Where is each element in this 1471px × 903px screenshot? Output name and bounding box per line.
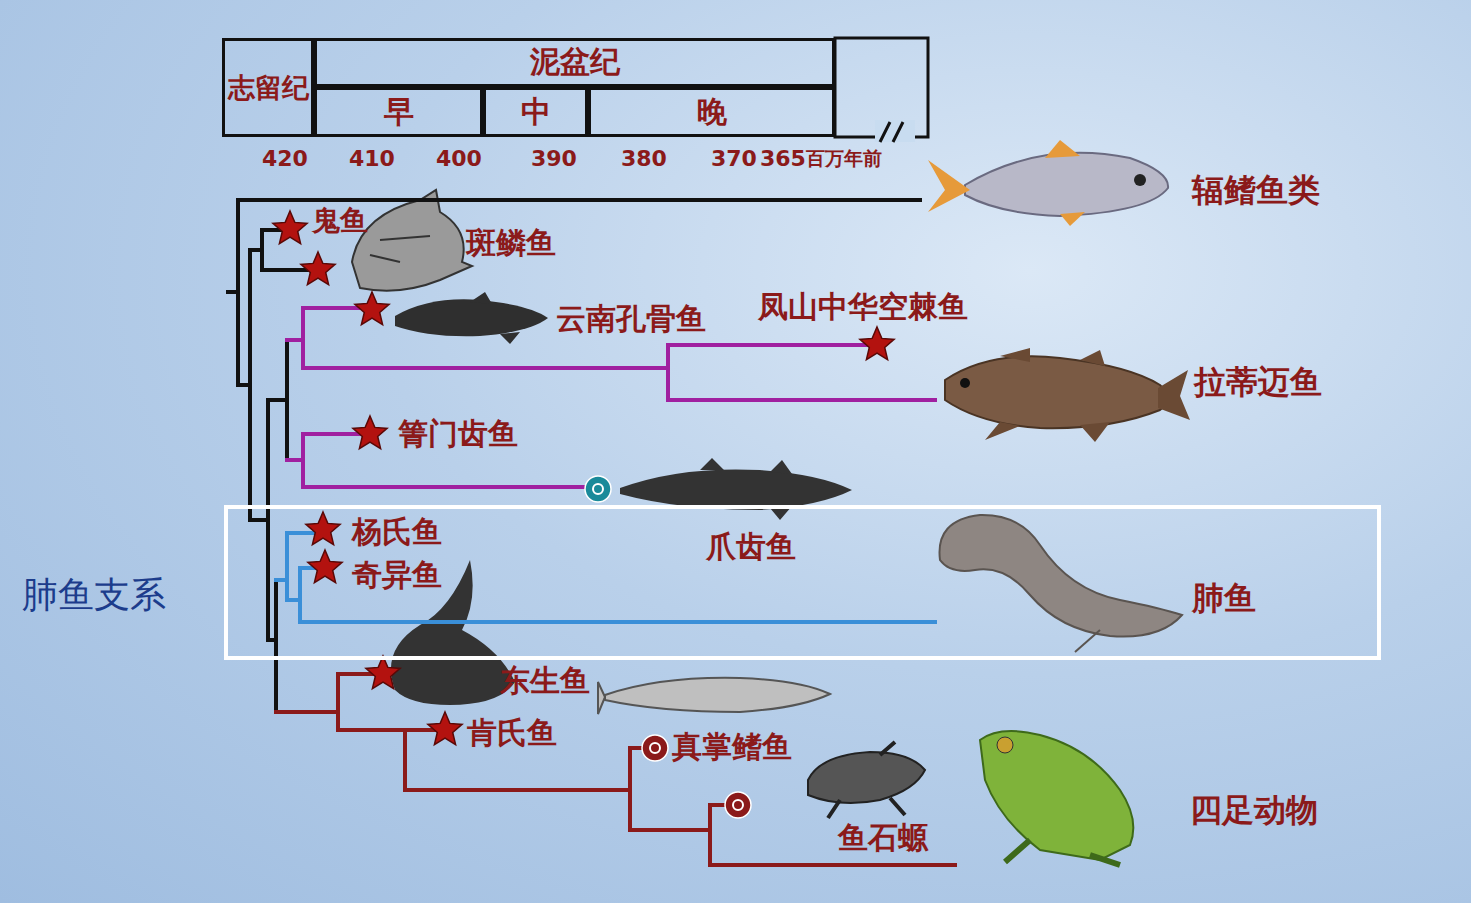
ray-finned-fish (928, 140, 1168, 226)
latimeria-fish (945, 348, 1190, 442)
range-marker (585, 476, 611, 502)
axis-break (880, 122, 903, 142)
axis-tick: 410 (349, 146, 395, 171)
timeline-cell: 志留纪 (222, 38, 314, 137)
taxon-name: 拉蒂迈鱼 (1194, 364, 1322, 401)
placoderm-head (352, 190, 472, 291)
lungfish (940, 515, 1183, 652)
timeline-cell: 中 (483, 87, 588, 137)
fossil-star (273, 211, 307, 244)
axis-tick: 380 (621, 146, 667, 171)
taxon-name: 鱼石螈 (838, 821, 928, 856)
timeline-cell: 晚 (588, 87, 835, 137)
axis-tick: 370 (711, 146, 757, 171)
fossil-star (366, 656, 400, 689)
timeline-cell: 早 (314, 87, 483, 137)
range-marker (725, 792, 751, 818)
taxon-name: 斑鳞鱼 (466, 226, 556, 261)
axis-tick: 400 (436, 146, 482, 171)
fossil-star (306, 512, 340, 545)
frog (980, 731, 1133, 865)
taxon-name: 云南孔骨鱼 (556, 302, 706, 337)
taxon-name: 东生鱼 (500, 664, 590, 699)
taxon-name: 真掌鳍鱼 (672, 730, 792, 765)
period-name: 晚 (697, 92, 727, 133)
range-marker (642, 735, 668, 761)
fossil-star (355, 292, 389, 325)
onychodus-fish (620, 458, 852, 520)
fossil-star (301, 252, 335, 285)
taxon-name: 杨氏鱼 (352, 515, 442, 550)
group-name: 辐鳍鱼类 (1192, 172, 1320, 209)
tree-branch (276, 674, 955, 865)
axis-unit: 百万年前 (806, 148, 882, 170)
taxon-name: 奇异鱼 (352, 558, 442, 593)
period-name: 中 (521, 92, 551, 133)
period-name: 泥盆纪 (530, 42, 620, 83)
axis-tick: 390 (531, 146, 577, 171)
taxon-name: 肺鱼 (1192, 580, 1256, 617)
taxon-name: 肯氏鱼 (467, 716, 557, 751)
taxon-name: 鬼鱼 (312, 205, 368, 237)
taxon-name: 爪齿鱼 (706, 530, 796, 565)
youngolepis-fish (395, 292, 548, 344)
kenichthys-fish (598, 678, 830, 714)
axis-tick: 365 (760, 146, 806, 171)
taxon-name: 箐门齿鱼 (398, 417, 518, 452)
tetrapodomorph-fish (808, 742, 925, 818)
fossil-star (353, 416, 387, 449)
clade-name: 肺鱼支系 (22, 571, 166, 620)
fossil-star (860, 327, 894, 360)
timeline-cell: 泥盆纪 (314, 38, 835, 87)
fossil-star (428, 712, 462, 745)
group-name: 四足动物 (1190, 792, 1318, 829)
axis-break-gap (875, 120, 915, 142)
axis-tick: 420 (262, 146, 308, 171)
period-name: 志留纪 (228, 70, 309, 106)
period-name: 早 (384, 92, 414, 133)
taxon-name: 凤山中华空棘鱼 (758, 290, 968, 325)
fossil-star (308, 550, 342, 583)
tree-branch (228, 200, 920, 712)
